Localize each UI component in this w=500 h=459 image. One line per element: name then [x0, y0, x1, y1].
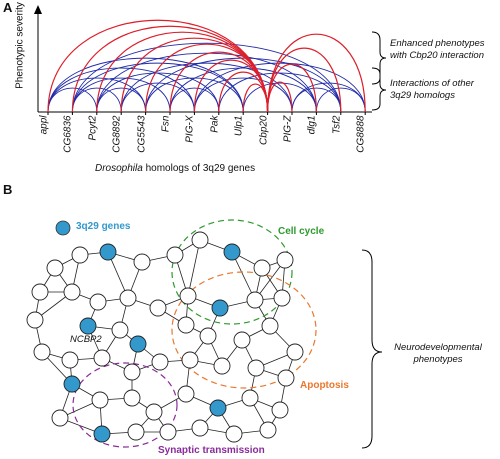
legend-3q29-label: 3q29 genes: [76, 221, 131, 232]
synaptic-ellipse: [72, 362, 178, 448]
apoptosis-ellipse: [171, 271, 317, 389]
apoptosis-label: Apoptosis: [300, 380, 349, 391]
phenotype-label-line2: phenotypes: [413, 354, 463, 365]
network-node: [123, 363, 141, 381]
cell-cycle-ellipse: [171, 219, 293, 325]
annotation-other-line1: Interactions of other: [390, 78, 474, 89]
network-node: [271, 401, 289, 419]
network-node: [191, 231, 209, 249]
network-node: [91, 391, 109, 409]
network-node: [199, 327, 217, 345]
network-node: [111, 321, 129, 339]
network-node: [253, 259, 271, 277]
blue-arc-7: [96, 72, 220, 113]
network-node: [259, 421, 277, 439]
network-node: [93, 349, 111, 367]
network-node-3q29: [93, 425, 111, 443]
network-node: [277, 369, 295, 387]
network-node-3q29: [63, 375, 81, 393]
network-node-3q29: [223, 243, 241, 261]
blue-arc-11: [169, 87, 220, 113]
network-nodes: [26, 231, 304, 443]
network-node: [63, 283, 81, 301]
blue-arc-13: [193, 77, 293, 113]
synaptic-label: Synaptic transmission: [158, 445, 265, 456]
blue-arc-12: [169, 67, 317, 113]
y-axis-arrowhead: [34, 5, 42, 14]
network-node: [166, 246, 184, 264]
panel-b-letter: B: [3, 182, 13, 197]
annotation-other-line2: 3q29 homologs: [390, 90, 455, 101]
blue-arc-9: [120, 62, 293, 113]
brace-other: [371, 67, 387, 111]
network-node: [177, 316, 195, 334]
network-node: [46, 259, 64, 277]
network-node: [247, 359, 265, 377]
network-node: [286, 343, 304, 361]
network-node-3q29: [99, 243, 117, 261]
blue-arc-15: [242, 82, 317, 113]
network-node: [241, 389, 259, 407]
network-node-3q29: [211, 299, 229, 317]
network-node: [276, 251, 294, 269]
brace-phenotypes: [361, 249, 383, 449]
annotation-enhanced: Enhanced phenotypes with Cbp20 interacti…: [390, 38, 485, 62]
annotation-enhanced-line2: with Cbp20 interaction: [390, 50, 484, 61]
network-node: [61, 351, 79, 369]
network-node: [33, 343, 51, 361]
cell-cycle-label: Cell cycle: [278, 226, 325, 237]
network-node: [246, 291, 264, 309]
phenotype-label: Neurodevelopmental phenotypes: [388, 342, 488, 366]
phenotype-label-line1: Neurodevelopmental: [394, 342, 482, 353]
network-node: [213, 357, 231, 375]
x-axis-label: Drosophila homologs of 3q29 genes: [95, 163, 255, 174]
network-node: [273, 289, 291, 307]
x-axis-label-organism: Drosophila: [95, 163, 143, 174]
blue-arc-18: [291, 82, 366, 113]
network-edge: [187, 239, 201, 297]
blue-arc-2: [47, 67, 195, 113]
network-node-3q29: [129, 335, 147, 353]
blue-arc-8: [120, 82, 195, 113]
network-node: [233, 331, 251, 349]
network-node: [31, 283, 49, 301]
annotation-enhanced-line1: Enhanced phenotypes: [390, 38, 485, 49]
network-node: [191, 419, 209, 437]
red-arc-cg8888: [267, 33, 366, 113]
network-node: [119, 289, 137, 307]
network-node: [177, 385, 195, 403]
interaction-arcs-plot: [34, 5, 387, 115]
network-node: [123, 389, 141, 407]
x-axis-label-text: homologs of 3q29 genes: [142, 163, 256, 174]
network-node: [145, 403, 163, 421]
network-node: [261, 317, 279, 335]
network-node: [149, 299, 167, 317]
network-node: [225, 425, 243, 443]
network-node: [51, 409, 69, 427]
blue-arc-4: [71, 77, 171, 113]
network-node: [71, 246, 89, 264]
network-node-3q29: [79, 317, 97, 335]
annotation-other: Interactions of other 3q29 homologs: [390, 78, 474, 102]
network-node: [89, 293, 107, 311]
arcs-group: [47, 19, 366, 113]
network-node: [159, 423, 177, 441]
red-arc-ulp1: [242, 83, 269, 113]
blue-arc-14: [218, 72, 342, 113]
network-node: [133, 253, 151, 271]
network-node: [179, 287, 197, 305]
network-node: [26, 311, 44, 329]
blue-arc-22: [71, 42, 342, 113]
ncbp2-label: NCBP2: [70, 334, 102, 345]
network-edge: [231, 251, 256, 301]
network-node: [127, 423, 145, 441]
blue-arc-5: [71, 62, 244, 113]
network-node-3q29: [209, 399, 227, 417]
network-node: [181, 351, 199, 369]
network-node: [151, 353, 169, 371]
panel-a-letter: A: [3, 0, 13, 15]
legend-3q29-dot: [55, 220, 71, 236]
